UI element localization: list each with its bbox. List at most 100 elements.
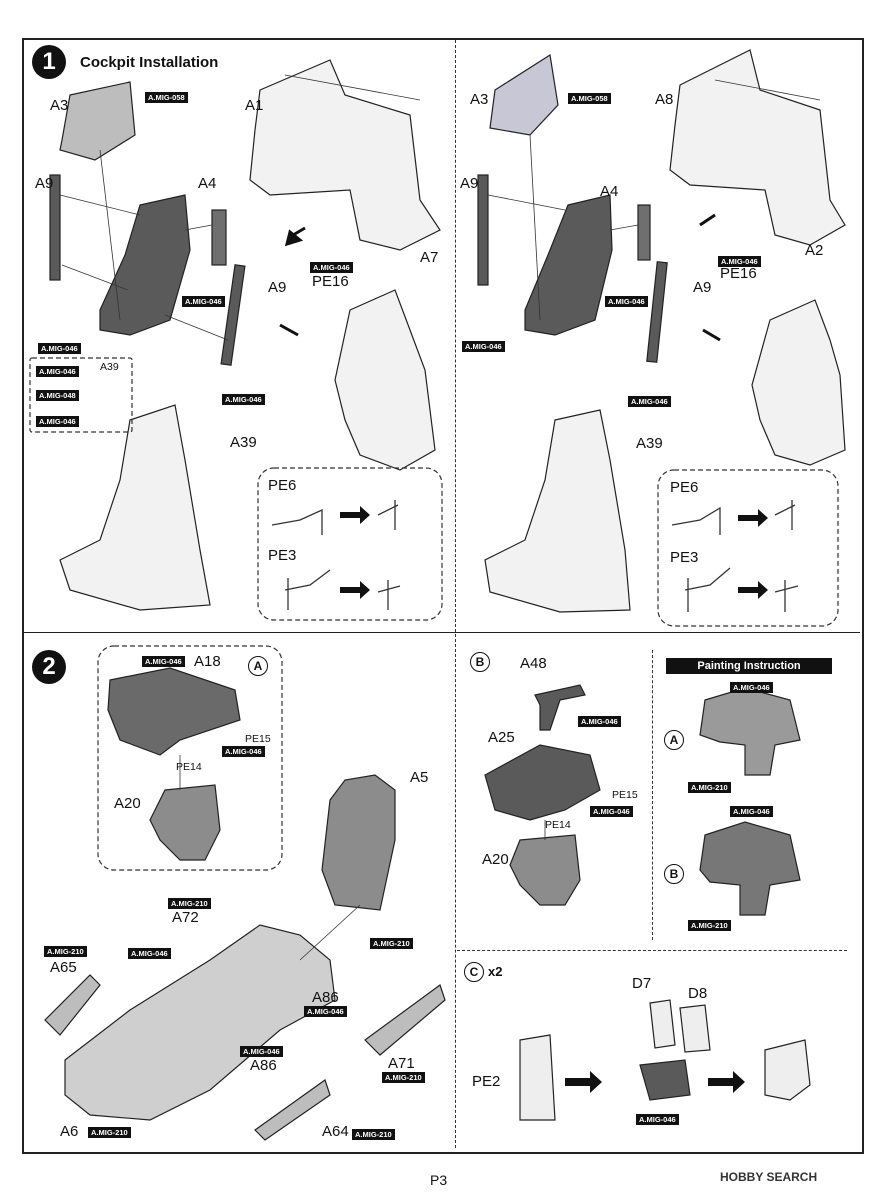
label-a9: A9 [35,175,54,192]
step-2-number: 2 [32,650,66,684]
seat-cushion-a3-right [489,54,559,136]
console-a64 [254,1079,331,1141]
tag-paint-3: A.MIG-046 [730,806,773,817]
label-a20-b: A20 [482,851,509,868]
assembled-seat-right [484,409,631,613]
tag-mig058-r: A.MIG-058 [568,93,611,104]
step-divider [24,632,860,633]
tag-2l-5: A.MIG-210 [44,946,87,957]
tub-a6 [64,924,336,1121]
arrow-pe3-r [738,581,768,599]
label-pe6: PE6 [268,477,297,494]
tag-2l-10: A.MIG-210 [88,1127,131,1138]
label-a25: A25 [488,729,515,746]
step1-divider [455,40,456,632]
label-a65: A65 [50,959,77,976]
label-d8: D8 [688,985,708,1002]
tag-mig046-r1: A.MIG-046 [718,256,761,267]
glare-shield-a18 [107,667,241,756]
ejection-seat-dark-right [524,194,613,336]
painting-instruction-title: Painting Instruction [666,658,832,674]
painted-panel-a [699,687,801,776]
label-a20: A20 [114,795,141,812]
panel-a20 [149,784,221,861]
tag-mig046-r4: A.MIG-046 [628,396,671,407]
label-a9-right: A9 [268,279,287,296]
label-a39-r: A39 [636,435,663,452]
arrow-pe6-l [340,506,370,524]
part-a4-right [637,204,651,261]
label-pe15-b: PE15 [612,789,638,801]
label-pe3: PE3 [268,547,297,564]
tag-mig046-3: A.MIG-046 [38,343,81,354]
label-a2: A2 [805,242,824,259]
arrow-4 [702,328,721,342]
step-1-number: 1 [32,45,66,79]
tag-2l-3: A.MIG-210 [168,898,211,909]
label-pe6-r: PE6 [670,479,699,496]
seat-part-d7 [649,999,676,1049]
painted-panel-b [699,821,801,916]
label-a9-r2: A9 [693,279,712,296]
rail-a9-left [49,174,61,281]
label-a8: A8 [655,91,674,108]
frame-a48 [534,684,586,731]
substep-c-circle: C [464,962,484,982]
rail-a9-right-r [646,261,668,363]
tag-mig046-4: A.MIG-046 [36,366,79,377]
label-a7: A7 [420,249,439,266]
arrow-pe6-r [738,509,768,527]
a39-detail-box [29,357,133,433]
bulkhead-a5 [321,774,396,911]
paint-circle-b: B [664,864,684,884]
label-pe16: PE16 [312,273,349,290]
label-pe16-r: PE16 [720,265,757,282]
tag-2r-2: A.MIG-046 [590,806,633,817]
tag-mig046-r2: A.MIG-046 [605,296,648,307]
step-1-title: Cockpit Installation [80,54,219,71]
panel-a20-b [509,834,581,906]
tag-mig058: A.MIG-058 [145,92,188,103]
tag-c-1: A.MIG-046 [636,1114,679,1125]
seat-cushion-a3 [59,81,136,161]
tag-mig046-r3: A.MIG-046 [462,341,505,352]
tag-paint-1: A.MIG-046 [730,682,773,693]
tag-mig046-1: A.MIG-046 [310,262,353,273]
label-a3: A3 [50,97,69,114]
label-a3-r: A3 [470,91,489,108]
label-a4-r: A4 [600,183,619,200]
label-a64: A64 [322,1123,349,1140]
tag-paint-4: A.MIG-210 [688,920,731,931]
label-a48: A48 [520,655,547,672]
tag-mig046-2: A.MIG-046 [182,296,225,307]
assembled-seat-left [59,404,211,611]
label-a5: A5 [410,769,429,786]
arrow-1 [284,226,306,247]
instruction-frame [22,38,864,1154]
label-pe15: PE15 [245,733,271,745]
tag-2l-8: A.MIG-210 [382,1072,425,1083]
label-pe3-r: PE3 [670,549,699,566]
seat-shell-a1 [249,59,441,251]
detail-b-circle: B [470,652,490,672]
label-d7: D7 [632,975,652,992]
pe-detail-box-right [657,469,839,627]
arrow-c2 [708,1071,745,1093]
painting-divider [652,650,653,940]
label-a39-detail: A39 [100,361,119,373]
substep-c-count: x2 [488,964,503,979]
tag-mig048: A.MIG-048 [36,390,79,401]
seat-with-belts-right [751,299,846,466]
label-a18: A18 [194,653,221,670]
page-number: P3 [430,1172,448,1188]
label-a72: A72 [172,909,199,926]
tag-2l-11: A.MIG-210 [352,1129,395,1140]
label-a6: A6 [60,1123,79,1140]
arrow-c1 [565,1071,602,1093]
tag-2l-4: A.MIG-210 [370,938,413,949]
part-a4 [211,209,227,266]
detail-a-circle: A [248,656,268,676]
tag-2l-7: A.MIG-046 [304,1006,347,1017]
tag-2l-6: A.MIG-046 [128,948,171,959]
